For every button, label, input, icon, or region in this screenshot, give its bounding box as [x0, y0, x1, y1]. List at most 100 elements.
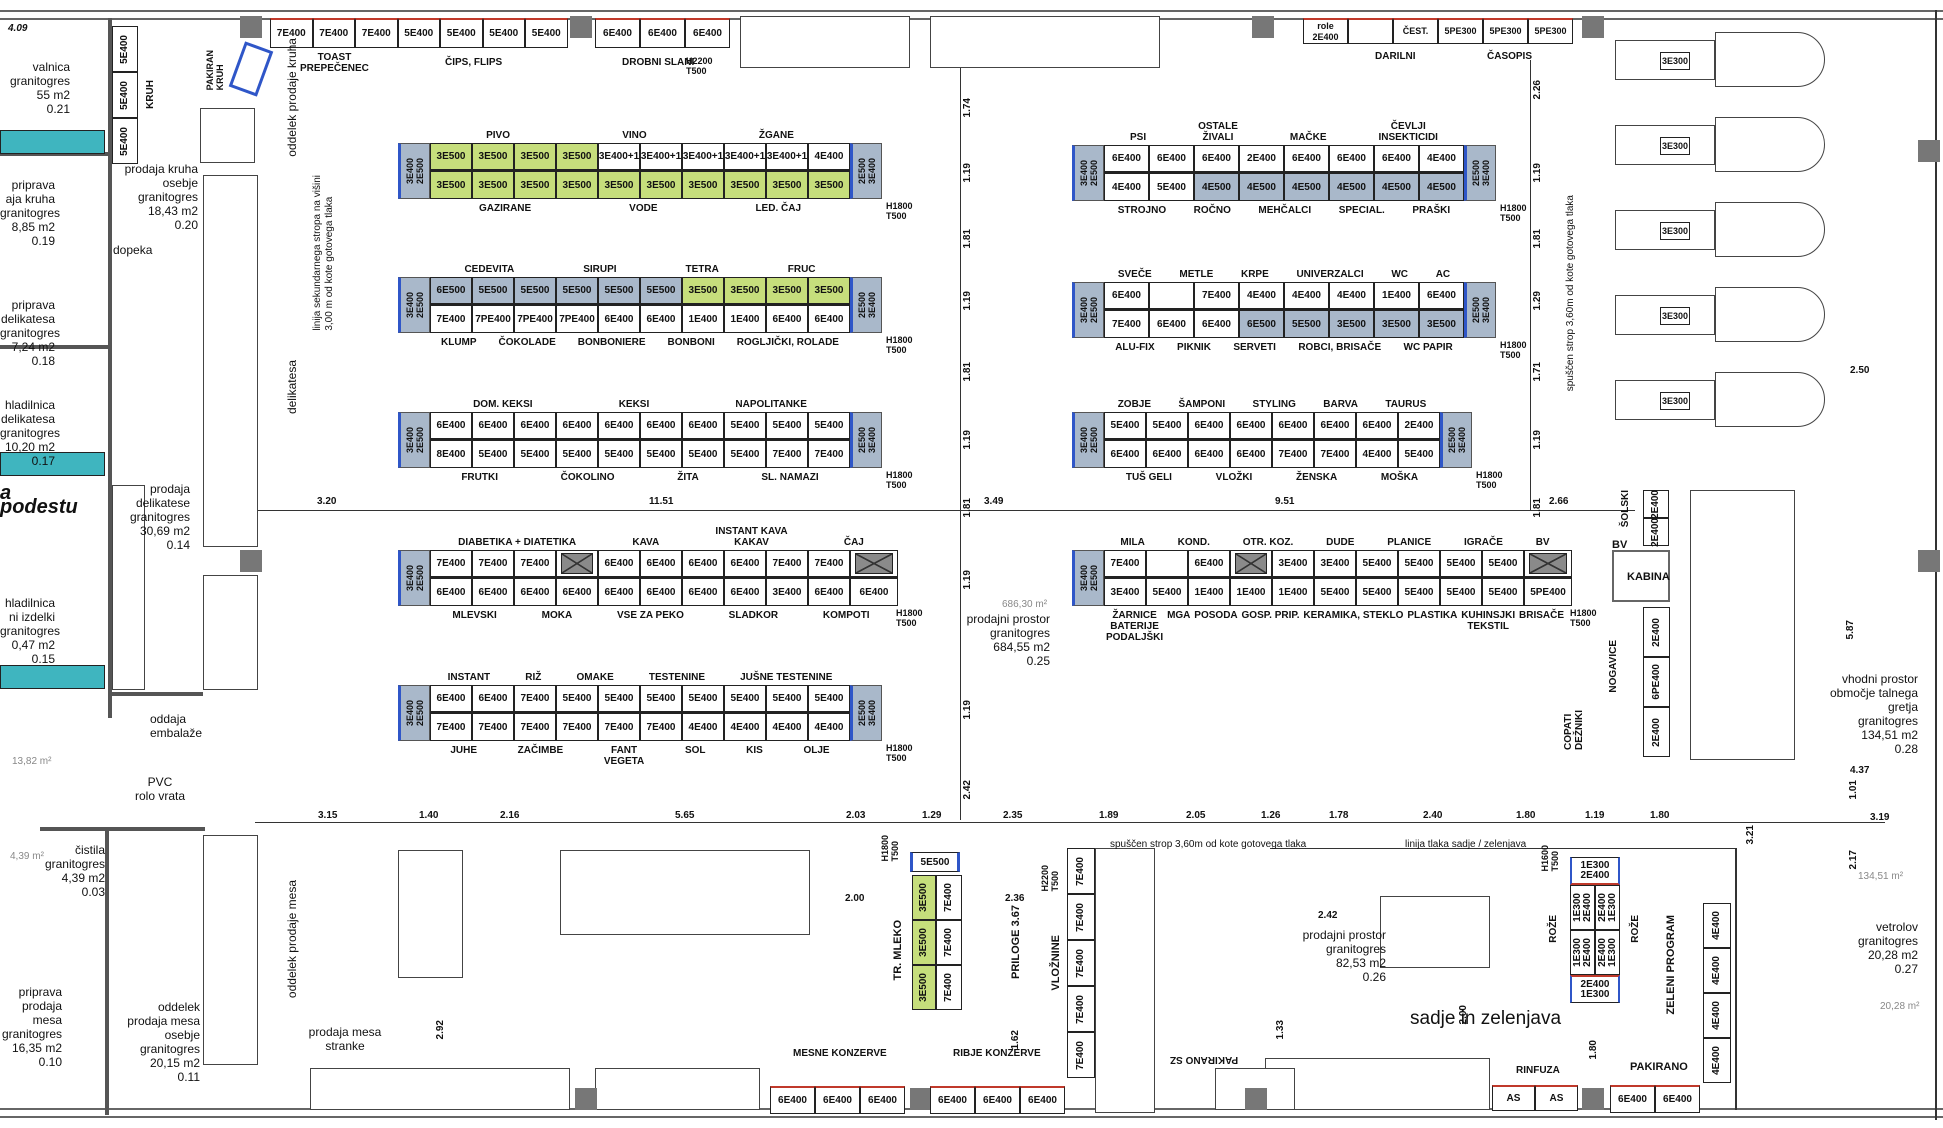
shelf-module[interactable]: 4E400 — [1703, 948, 1731, 993]
shelf-module[interactable]: 4E500 — [1419, 173, 1464, 201]
shelf-module[interactable]: 7E400 — [1314, 440, 1356, 468]
wall-shelf[interactable]: 7E400 — [270, 18, 313, 48]
shelf-module[interactable]: 2E400 — [1398, 412, 1440, 440]
shelf-module[interactable]: 6E400 — [1374, 145, 1419, 173]
shelf-module[interactable]: 5E500 — [556, 277, 598, 305]
shelf-module[interactable]: 6E400 — [1230, 412, 1272, 440]
wall-shelf[interactable]: 7E400 — [355, 18, 398, 48]
shelf-module[interactable]: 4E400 — [1239, 282, 1284, 310]
shelf-module[interactable]: 4E400 — [1284, 282, 1329, 310]
fridge-module[interactable]: 3E300 — [1660, 222, 1690, 240]
shelf-module[interactable]: 7E400 — [808, 440, 850, 468]
shelf-module[interactable]: 6E400 — [430, 578, 472, 606]
shelf-module[interactable]: 4E400 — [682, 713, 724, 741]
shelf-module[interactable]: 5E400 — [556, 685, 598, 713]
shelf-module[interactable]: 1E400 — [682, 305, 724, 333]
shelf-module[interactable]: 5E400 — [724, 412, 766, 440]
shelf-module[interactable]: 4E400 — [766, 713, 808, 741]
shelf-module[interactable]: 5E400 — [1440, 578, 1482, 606]
shelf-module[interactable] — [1146, 550, 1188, 578]
fridge-module[interactable]: 3E300 — [1660, 137, 1690, 155]
shelf-module[interactable]: 6E400 — [1020, 1086, 1065, 1114]
shelf-module[interactable]: 3E500 — [724, 277, 766, 305]
shelf-module[interactable]: 5E400 — [1314, 578, 1356, 606]
shelf-module[interactable]: 6E400 — [1104, 282, 1149, 310]
shelf-module[interactable]: 3E400+1 — [598, 143, 640, 171]
shelf-module[interactable]: 5E400 — [766, 685, 808, 713]
shelf-module[interactable]: 7E400 — [1067, 986, 1095, 1032]
wall-shelf[interactable]: 6E400 — [640, 18, 685, 48]
shelf-module[interactable]: 6E500 — [1239, 310, 1284, 338]
shelf-module[interactable]: 6E400 — [430, 412, 472, 440]
shelf-module[interactable]: 3E400+1 — [682, 143, 724, 171]
shelf-module[interactable]: 7PE400 — [514, 305, 556, 333]
shelf-module[interactable]: 5E400 — [1146, 412, 1188, 440]
shelf-module[interactable]: 5PE400 — [1524, 578, 1572, 606]
wall-shelf[interactable]: ČEST. — [1393, 18, 1438, 44]
shelf-module[interactable]: 6E400 — [1419, 282, 1464, 310]
shelf-module[interactable]: 3E500 — [556, 171, 598, 199]
shelf-module[interactable]: 5E400 — [1482, 578, 1524, 606]
shelf-module[interactable]: 2E400 — [1643, 518, 1669, 546]
wall-shelf[interactable]: 5PE300 — [1483, 18, 1528, 44]
shelf-module[interactable]: 6E400 — [598, 305, 640, 333]
end-cap-shelf[interactable]: 3E400 2E500 — [1072, 282, 1104, 338]
shelf-module[interactable]: 7E400 — [640, 713, 682, 741]
shelf-module[interactable]: 5E500 — [514, 277, 556, 305]
shelf-module[interactable]: 7PE400 — [472, 305, 514, 333]
shelf-module[interactable]: 3E500 — [912, 875, 936, 920]
shelf-module[interactable]: 6E400 — [682, 578, 724, 606]
shelf-module[interactable]: 7E400 — [1067, 894, 1095, 940]
shelf-module[interactable]: 5E400 — [724, 685, 766, 713]
shelf-module[interactable]: 5E400 — [1440, 550, 1482, 578]
shelf-module[interactable]: 5E400 — [766, 412, 808, 440]
shelf-module[interactable]: 7E400 — [1067, 1032, 1095, 1078]
shelf-module[interactable] — [1524, 550, 1572, 578]
shelf-module[interactable]: 1E300 2E400 — [1570, 930, 1595, 975]
shelf-module[interactable]: 6E400 — [860, 1086, 905, 1114]
shelf-module[interactable]: 5E400 — [724, 440, 766, 468]
bulk-bin[interactable]: AS — [1492, 1085, 1535, 1111]
shelf-module[interactable]: 4E400 — [1703, 903, 1731, 948]
shelf-module[interactable]: 5E400 — [556, 440, 598, 468]
shelf-module[interactable]: 1E400 — [1188, 578, 1230, 606]
shelf-module[interactable]: 5E400 — [1398, 440, 1440, 468]
shelf-module[interactable]: 4E400 — [1356, 440, 1398, 468]
shelf-module[interactable]: 3E500 — [912, 965, 936, 1010]
end-cap-shelf[interactable]: 3E400 2E500 — [1072, 412, 1104, 468]
shelf-module[interactable]: 3E500 — [598, 171, 640, 199]
shelf-module[interactable]: 1E300 2E400 — [1570, 885, 1595, 930]
shelf-module[interactable]: 3E400+1 — [724, 143, 766, 171]
fitting-cabin-label[interactable]: KABINA — [1627, 571, 1670, 583]
shelf-module[interactable]: 6E400 — [1194, 310, 1239, 338]
end-cap-shelf[interactable]: 2E500 3E400 — [850, 412, 882, 468]
shelf-module[interactable]: 4E500 — [1284, 173, 1329, 201]
shelf-module[interactable]: 3E500 — [514, 143, 556, 171]
shelf-module[interactable]: 3E500 — [640, 171, 682, 199]
shelf-module[interactable]: 7E400 — [430, 713, 472, 741]
shelf-module[interactable]: 7E400 — [1104, 310, 1149, 338]
shelf-module[interactable]: 7E400 — [766, 550, 808, 578]
shelf-module[interactable]: 5E400 — [1104, 412, 1146, 440]
shelf-module[interactable]: 1E400 — [724, 305, 766, 333]
shelf-module[interactable]: 2E400 — [1643, 707, 1670, 757]
shelf-module[interactable]: 7E400 — [556, 713, 598, 741]
shelf-module[interactable]: 6E400 — [850, 578, 898, 606]
shelf-module[interactable]: 6E400 — [724, 550, 766, 578]
shelf-module[interactable]: 6E400 — [1188, 440, 1230, 468]
shelf-module[interactable]: 6E400 — [472, 578, 514, 606]
shelf-module[interactable]: 3E400+1 — [766, 143, 808, 171]
shelf-module[interactable]: 6E400 — [808, 305, 850, 333]
shelf-module[interactable]: 6E400 — [1230, 440, 1272, 468]
shelf-module[interactable]: 6E400 — [1194, 145, 1239, 173]
shelf-module[interactable]: 3E500 — [724, 171, 766, 199]
shelf-module[interactable]: 6E400 — [430, 685, 472, 713]
shelf-module[interactable]: 3E400+1 — [640, 143, 682, 171]
bread-shelf[interactable]: 5E400 — [112, 26, 138, 72]
shelf-module[interactable]: 6E400 — [1149, 310, 1194, 338]
wall-shelf[interactable]: 5PE300 — [1528, 18, 1573, 44]
shelf-module[interactable]: 3E500 — [912, 920, 936, 965]
shelf-module[interactable]: 6E400 — [640, 550, 682, 578]
shelf-module[interactable]: 3E400 — [1104, 578, 1146, 606]
shelf-module[interactable]: 7PE400 — [556, 305, 598, 333]
